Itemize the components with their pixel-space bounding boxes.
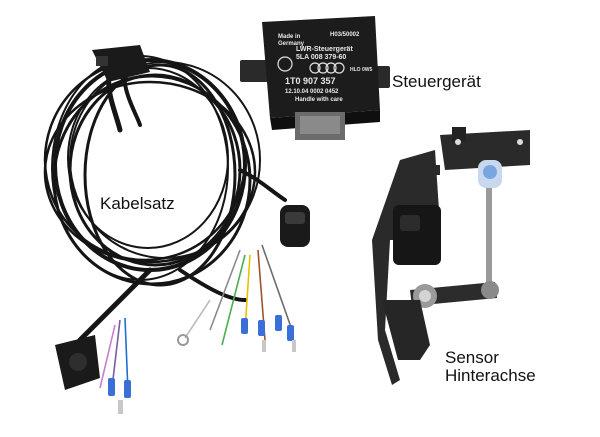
cable-harness (43, 55, 287, 343)
module-code: H03/50002 (330, 32, 360, 38)
label-sensor-line1: Sensor (445, 348, 499, 367)
vw-logo (277, 56, 293, 72)
module-title: LWR-Steuergerät (296, 46, 353, 53)
rear-axle-sensor (372, 127, 530, 385)
label-sensor-line2: Hinterachse (445, 366, 536, 385)
module-part-number: 1T0 907 357 (285, 76, 336, 86)
label-harness: Kabelsatz (100, 194, 175, 213)
harness-round-connector (280, 205, 310, 247)
wire-terminals (108, 315, 296, 414)
harness-top-connector (92, 45, 150, 82)
brand-rings-logo (309, 62, 345, 74)
label-control-unit: Steuergerät (392, 72, 481, 91)
module-part-old: 5LA 008 379-60 (296, 54, 346, 61)
module-handle: Handle with care (295, 97, 343, 103)
harness-bottom-connector (55, 335, 100, 390)
module-badge: HLO 0W5 (350, 67, 372, 73)
module-made-in-2: Germany (278, 41, 305, 47)
control-unit: Made in Germany H03/50002 LWR-Steuergerä… (240, 16, 390, 140)
module-made-in-1: Made in (278, 34, 301, 40)
module-date-line: 12.10.04 0002 0452 (285, 89, 339, 95)
